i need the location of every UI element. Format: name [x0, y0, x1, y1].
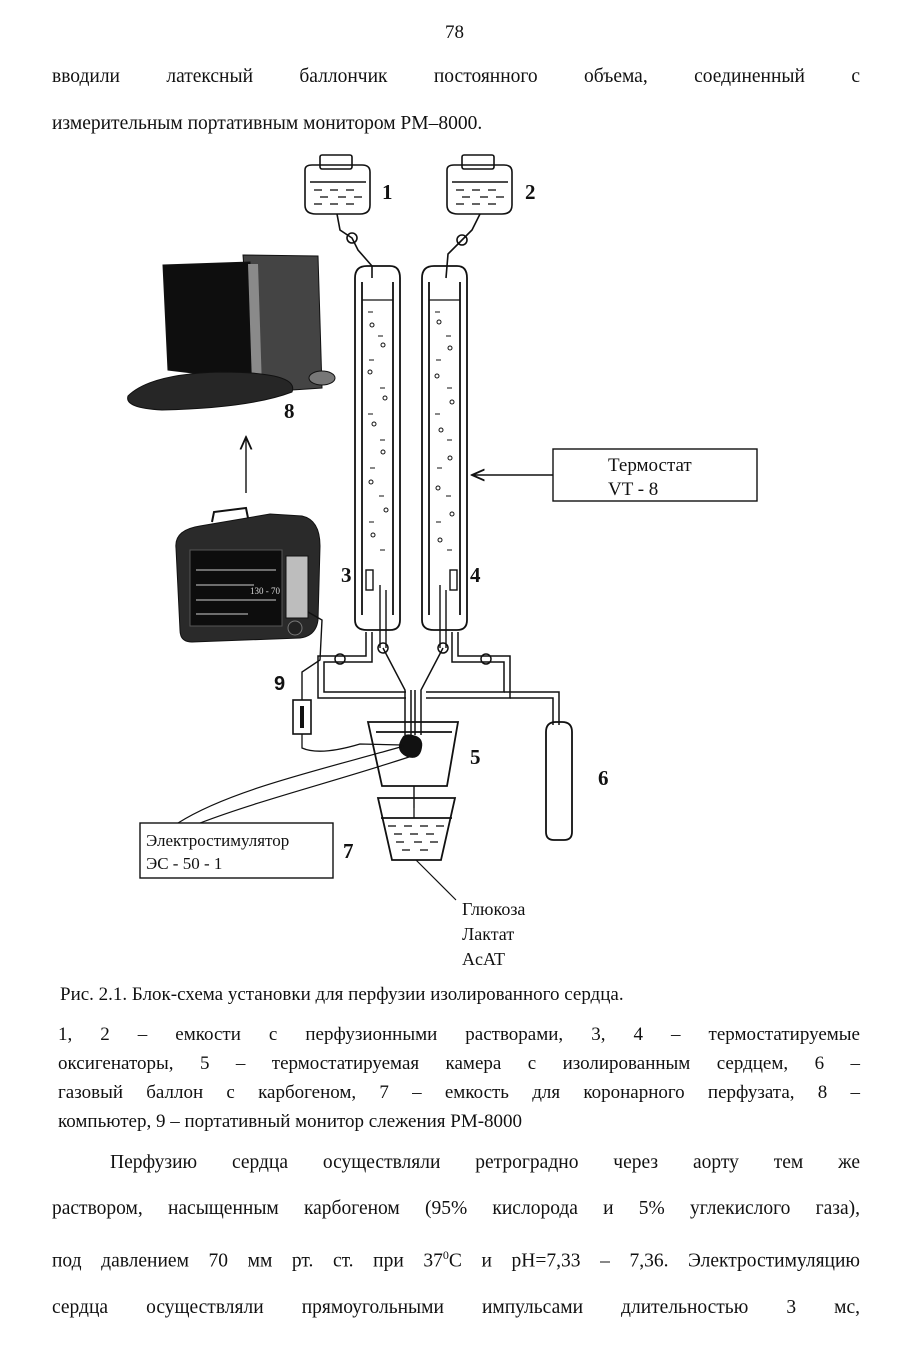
tubing-network: [317, 632, 560, 735]
legend-line: 1, 2 – емкости с перфузионными растворам…: [58, 1024, 860, 1045]
label-4: 4: [470, 563, 481, 587]
page-number: 78: [445, 22, 464, 43]
perfusate-container-7: [376, 797, 457, 901]
label-5: 5: [470, 745, 481, 769]
stimulator-box: [139, 822, 334, 879]
legend-line: оксигенаторы, 5 – термостатируемая камер…: [58, 1053, 860, 1074]
body-line-3-end: C и pH=7,33 – 7,36. Электростимуляцию: [448, 1250, 860, 1272]
output-acat: AcAT: [462, 949, 505, 969]
stimulator-model: ЭС - 50 - 1: [146, 854, 222, 873]
label-7: 7: [343, 839, 354, 863]
body-line-3: под давлением 70 мм рт. ст. при 370C и p…: [52, 1232, 860, 1285]
stimulator-wires: [177, 745, 413, 824]
intro-line-1: вводили латексный баллончик постоянного …: [52, 66, 860, 87]
oxygenator-4: [421, 265, 468, 648]
label-9: 9: [274, 673, 285, 695]
oxygenator-bubbles: [367, 311, 455, 551]
perfusion-setup-diagram: 130 - 70 1 2 3 4 5 6 7 8 9 Термостат VT …: [127, 154, 758, 969]
thermostat-model: VT - 8: [608, 479, 658, 500]
heart-chamber-5: [366, 721, 460, 808]
oxygenator-3: [354, 265, 401, 648]
thermostat-label: Термостат: [608, 455, 692, 476]
output-glucose: Глюкоза: [462, 899, 525, 919]
body-line: сердца осуществляли прямоугольными импул…: [52, 1296, 860, 1318]
figure-caption: Рис. 2.1. Блок-схема установки для перфу…: [60, 984, 624, 1005]
label-8: 8: [284, 399, 295, 423]
label-6: 6: [598, 766, 609, 790]
label-1: 1: [382, 180, 393, 204]
perfusion-vessel-1: [304, 154, 373, 278]
legend-line: компьютер, 9 – портативный монитор слеже…: [58, 1111, 523, 1132]
computer-8: [127, 254, 336, 493]
monitor-screen-reading: 130 - 70: [250, 586, 280, 596]
stimulator-label: Электростимулятор: [146, 831, 289, 850]
body-line-3-start: под давлением 70 мм рт. ст. при 37: [52, 1250, 443, 1272]
label-3: 3: [341, 563, 352, 587]
intro-line-2: измерительным портативным монитором РМ–8…: [52, 113, 483, 134]
legend-line: газовый баллон с карбогеном, 7 – емкость…: [58, 1082, 860, 1103]
body-paragraph: Перфузию сердца осуществляли ретроградно…: [52, 1140, 860, 1331]
body-line: Перфузию сердца осуществляли ретроградно…: [110, 1152, 860, 1173]
intro-paragraph: вводили латексный баллончик постоянного …: [52, 53, 860, 147]
label-2: 2: [525, 180, 536, 204]
output-lactate: Лактат: [462, 924, 514, 944]
figure-legend: 1, 2 – емкости с перфузионными растворам…: [58, 1020, 860, 1136]
gas-cylinder-6: [545, 721, 573, 841]
body-line: раствором, насыщенным карбогеном (95% ки…: [52, 1198, 860, 1219]
degree-superscript: 0: [442, 1248, 449, 1262]
perfusion-vessel-2: [445, 154, 513, 279]
portable-monitor-9: 130 - 70: [175, 506, 403, 752]
